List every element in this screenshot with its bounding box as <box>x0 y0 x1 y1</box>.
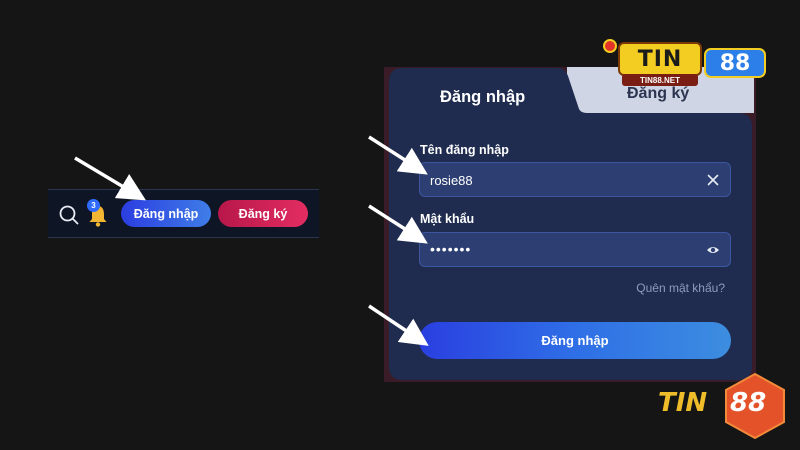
notification-badge: 3 <box>87 199 100 212</box>
clear-icon[interactable] <box>706 173 720 187</box>
logo-top-subtext: TIN88.NET <box>622 74 698 86</box>
login-form: Đăng nhập Tên đăng nhập rosie88 Mật khẩu… <box>389 68 752 380</box>
username-field[interactable]: rosie88 <box>419 162 731 197</box>
logo-top-text: TIN <box>618 42 702 76</box>
header-register-button[interactable]: Đăng ký <box>218 200 308 227</box>
header-login-button[interactable]: Đăng nhập <box>121 200 211 227</box>
site-header: 3 Đăng nhập Đăng ký <box>48 189 319 238</box>
eye-icon[interactable] <box>706 243 720 257</box>
logo-bottom-text: TIN <box>658 388 708 418</box>
tab-register-label: Đăng ký <box>627 85 690 102</box>
username-label: Tên đăng nhập <box>420 143 509 157</box>
hexagon-icon <box>725 372 785 440</box>
login-dialog: Đăng ký Đăng nhập Tên đăng nhập rosie88 … <box>384 67 756 382</box>
joystick-icon <box>603 39 617 53</box>
username-value: rosie88 <box>430 173 473 188</box>
forgot-password-link[interactable]: Quên mật khẩu? <box>636 281 725 295</box>
password-value: ••••••• <box>430 241 472 257</box>
logo-bottom-number: 88 <box>730 388 767 418</box>
brand-logo-top: TIN 88 TIN88.NET <box>600 36 770 88</box>
password-label: Mật khẩu <box>420 212 475 226</box>
search-icon[interactable] <box>58 204 80 226</box>
login-submit-button[interactable]: Đăng nhập <box>419 322 731 359</box>
brand-logo-bottom: TIN 88 <box>652 370 792 442</box>
login-form-shape <box>389 68 752 380</box>
password-field[interactable]: ••••••• <box>419 232 731 267</box>
tab-login[interactable]: Đăng nhập <box>440 88 526 106</box>
logo-top-number: 88 <box>704 48 766 78</box>
